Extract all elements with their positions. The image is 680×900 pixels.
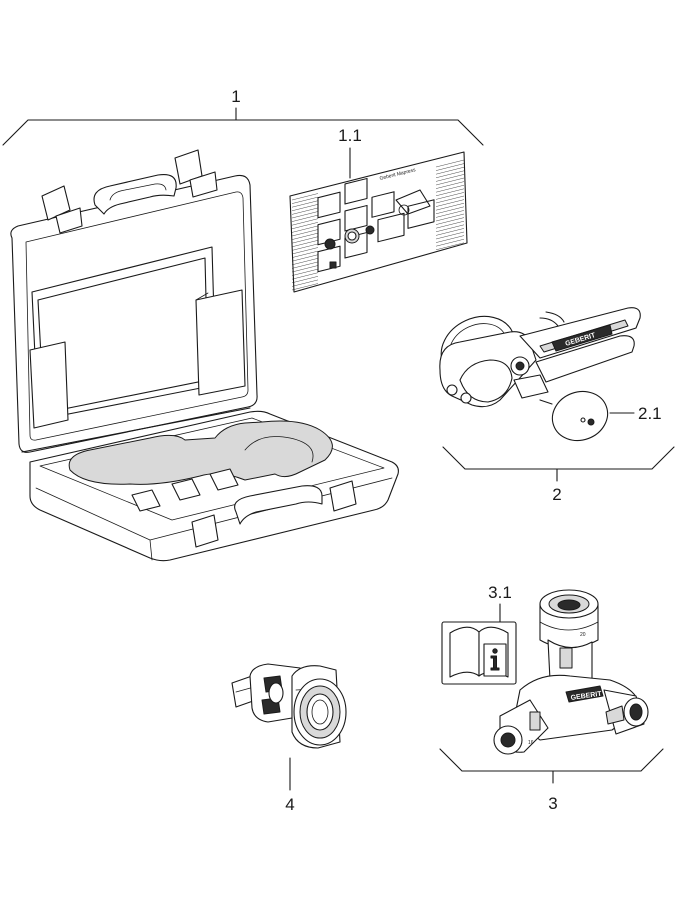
insert-hatch-line <box>435 167 465 175</box>
insert-hatch-line <box>291 214 319 222</box>
callout-2: 2 <box>552 485 561 504</box>
bracket-item-1 <box>2 107 484 146</box>
insert-hatch-line <box>291 276 319 283</box>
insert-hatch-line <box>435 188 465 196</box>
drill-adapter-icon <box>231 663 347 749</box>
callout-3-1: 3.1 <box>488 583 512 602</box>
insert-hatch-line <box>435 224 465 232</box>
tool-marking-side: 16 <box>528 740 534 746</box>
insert-hatch-line <box>291 240 319 247</box>
insert-hatch-line <box>291 200 319 208</box>
instruction-insert-icon: Geberit Mapress <box>289 151 468 293</box>
insert-hatch-line <box>291 193 319 201</box>
insert-hatch-line <box>435 192 465 200</box>
insert-hatch-line <box>291 258 319 265</box>
insert-hatch-line <box>435 203 465 211</box>
insert-hatch-line <box>435 228 465 236</box>
insert-hatch-line <box>291 211 319 219</box>
insert-hatch-line <box>291 236 319 244</box>
insert-hatch-line <box>435 210 465 218</box>
bracket-item-3 <box>439 748 664 784</box>
insert-hatch-line <box>435 170 465 178</box>
insert-hatch-line <box>291 254 319 262</box>
insert-hatch-line <box>291 229 319 237</box>
manual-info-icon <box>441 621 517 685</box>
insert-hatch-line <box>435 206 465 214</box>
insert-hatch-line <box>291 222 319 229</box>
insert-hatch-line <box>291 261 319 269</box>
insert-hatch-line <box>291 268 319 276</box>
insert-hatch-line <box>435 185 465 193</box>
insert-hatch-line <box>435 195 465 204</box>
insert-hatch-line <box>291 225 319 233</box>
insert-hatch-line <box>435 217 465 225</box>
insert-hatch-line <box>291 272 319 280</box>
tool-logo: GEBERIT <box>570 691 603 702</box>
insert-hatch-line <box>435 221 465 229</box>
carrying-case-icon <box>10 149 399 562</box>
insert-hatch-line <box>291 250 319 258</box>
callout-4: 4 <box>285 795 294 814</box>
insert-hatch-line <box>435 159 465 168</box>
insert-hatch-line <box>435 239 465 247</box>
insert-hatch-line <box>435 235 465 243</box>
tool-marking-top: 20 <box>580 632 586 638</box>
insert-hatch-line <box>435 242 465 250</box>
insert-hatch-line <box>435 199 465 207</box>
insert-hatch-line <box>435 213 465 222</box>
insert-hatch-line <box>291 247 319 255</box>
insert-hatch-line <box>291 283 319 291</box>
insert-hatch-line <box>291 265 319 273</box>
insert-hatch-line <box>291 218 319 226</box>
pipe-cutter-icon: GEBERIT <box>439 307 641 408</box>
bracket-item-2 <box>442 446 675 482</box>
insert-hatch-line <box>291 196 319 204</box>
callout-1-1: 1.1 <box>338 126 362 145</box>
insert-hatch-line <box>291 243 319 251</box>
callout-2-1: 2.1 <box>638 404 662 423</box>
insert-hatch-line <box>435 174 465 182</box>
insert-hatch-line <box>291 207 319 215</box>
insert-hatch-line <box>435 177 465 186</box>
callout-3: 3 <box>548 794 557 813</box>
insert-hatch-line <box>291 232 319 240</box>
spare-blade-icon <box>539 390 609 442</box>
insert-hatch-line <box>291 279 319 287</box>
callout-1: 1 <box>231 87 240 106</box>
calibration-tool-icon: 20 GEBERIT 16 <box>493 589 649 755</box>
insert-hatch-line <box>435 181 465 189</box>
insert-hatch-line <box>291 204 319 211</box>
insert-hatch-line <box>435 163 465 171</box>
insert-hatch-line <box>435 231 465 240</box>
